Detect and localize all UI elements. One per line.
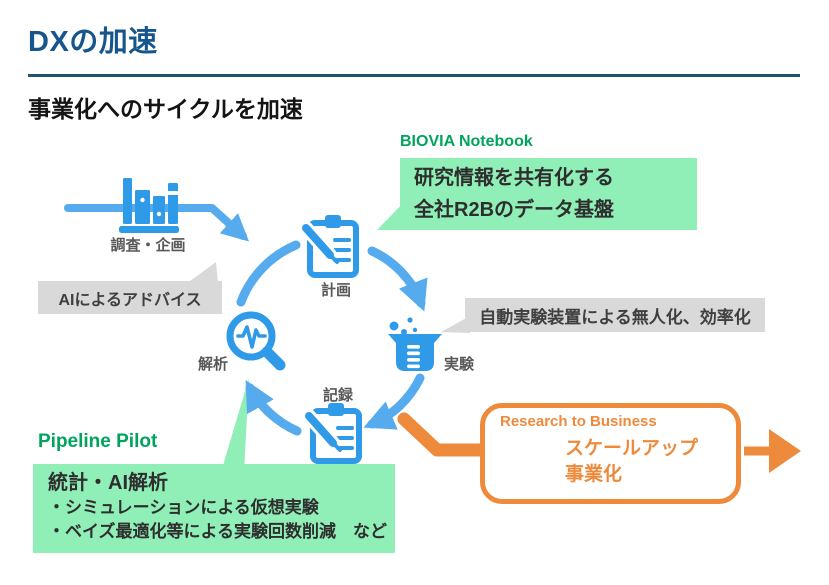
automation-text: 自動実験装置による無人化、効率化	[479, 307, 751, 327]
clipboard-pencil-icon-plan	[299, 215, 359, 278]
magnifier-pulse-icon	[226, 311, 286, 371]
page-title: DXの加速	[28, 26, 158, 58]
pipeline-bullet-2: ・ベイズ最適化等による実験回数削減 など	[48, 522, 387, 541]
r2b-line-1: スケールアップ	[565, 438, 699, 459]
input-step-label: 調査・企画	[110, 237, 186, 254]
biovia-callout-box: 研究情報を共有化する 全社R2Bのデータ基盤	[400, 158, 697, 230]
pipeline-callout-pointer	[221, 378, 249, 472]
ai-advice-callout-pointer	[186, 262, 218, 284]
automation-callout-box: 自動実験装置による無人化、効率化	[465, 298, 765, 332]
clipboard-pencil-icon-record	[302, 403, 362, 464]
arrow-record-to-analysis	[245, 379, 302, 436]
title-rule	[28, 74, 800, 77]
pipeline-callout-box: 統計・AI解析 ・シミュレーションによる仮想実験 ・ベイズ最適化等による実験回数…	[33, 464, 395, 553]
r2b-line-2: 事業化	[565, 464, 623, 485]
biovia-product-label: BIOVIA Notebook	[400, 133, 533, 150]
pipeline-title: 統計・AI解析	[48, 472, 168, 494]
cycle-step-label-record: 記録	[322, 387, 353, 404]
automation-callout-pointer	[441, 316, 470, 333]
cycle-step-label-plan: 計画	[320, 282, 351, 299]
ai-advice-text: AIによるアドバイス	[58, 291, 202, 309]
input-arrow	[64, 204, 250, 242]
business-exit-arrowhead	[769, 429, 801, 473]
flow-to-business-line	[397, 412, 489, 457]
r2b-header: Research to Business	[500, 413, 657, 430]
arrow-plan-to-experiment	[367, 246, 428, 312]
ai-advice-callout-box: AIによるアドバイス	[38, 281, 222, 314]
slide-subtitle: 事業化へのサイクルを加速	[28, 96, 303, 122]
cycle-step-label-experiment: 実験	[444, 356, 475, 373]
research-to-business-box: Research to Business スケールアップ 事業化	[480, 403, 741, 504]
biovia-line-1: 研究情報を共有化する	[414, 167, 614, 189]
books-icon	[119, 178, 179, 233]
arrow-experiment-to-record	[363, 373, 425, 430]
pipeline-bullet-1: ・シミュレーションによる仮想実験	[48, 498, 319, 517]
pipeline-product-label: Pipeline Pilot	[38, 431, 158, 452]
cycle-step-label-analysis: 解析	[198, 356, 229, 373]
beaker-icon	[388, 317, 442, 371]
biovia-line-2: 全社R2Bのデータ基盤	[414, 199, 615, 221]
arc-analysis-to-plan	[236, 240, 301, 307]
